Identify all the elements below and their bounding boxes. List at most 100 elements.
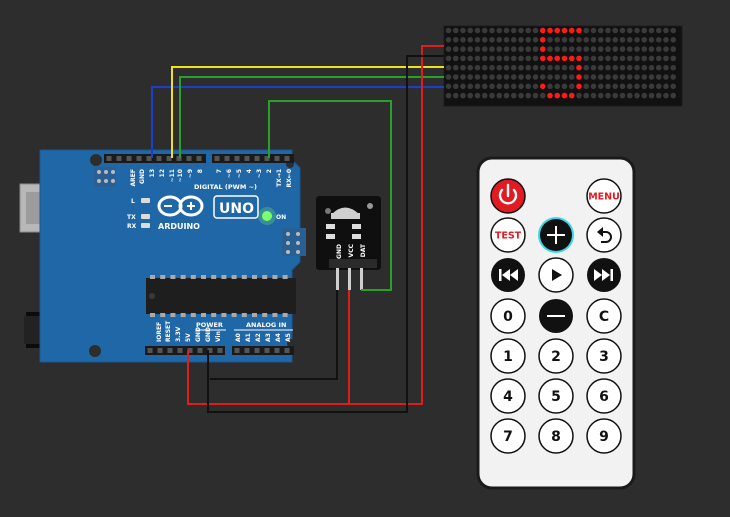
header-pin[interactable]	[244, 348, 250, 353]
header-pin[interactable]	[284, 156, 290, 161]
led-off	[663, 46, 669, 52]
led-off	[597, 92, 604, 99]
digit-button-5[interactable]: 5	[538, 378, 574, 414]
led-off	[612, 83, 619, 90]
header-pin[interactable]	[156, 156, 162, 161]
digit-label: 3	[599, 349, 609, 365]
plus-button[interactable]	[538, 217, 574, 253]
header-pin[interactable]	[254, 156, 260, 161]
led-off	[605, 74, 611, 80]
header-pin[interactable]	[146, 156, 152, 161]
pin-label: Vin	[215, 331, 222, 342]
led-off	[561, 46, 568, 52]
led-off	[532, 27, 539, 34]
header-pin[interactable]	[186, 156, 192, 161]
led-on	[568, 55, 575, 62]
on-led	[262, 211, 272, 221]
header-pin[interactable]	[217, 348, 223, 353]
led-off	[496, 92, 503, 99]
led-off	[612, 37, 619, 43]
header-pin[interactable]	[264, 348, 270, 353]
digit-button-9[interactable]: 9	[586, 418, 622, 454]
led-off	[583, 64, 590, 71]
header-pin[interactable]	[136, 156, 142, 161]
led-off	[452, 55, 459, 62]
led-off	[655, 74, 662, 80]
atmega-chip	[146, 275, 296, 317]
uno-badge	[213, 195, 259, 219]
header-pin[interactable]	[207, 348, 213, 353]
header-pin[interactable]	[234, 156, 240, 161]
prev-button[interactable]	[491, 258, 525, 292]
led-off	[663, 55, 669, 62]
tx-led	[141, 214, 150, 219]
header-pin[interactable]	[166, 156, 172, 161]
power-button[interactable]	[490, 178, 526, 214]
clear-button[interactable]: C	[586, 298, 622, 334]
digit-button-2[interactable]: 2	[538, 338, 574, 374]
led-off	[663, 74, 669, 80]
led-on	[568, 92, 575, 99]
header-pin[interactable]	[197, 348, 203, 353]
led-off	[583, 46, 590, 52]
digit-button-7[interactable]: 7	[490, 418, 526, 454]
led-off	[525, 46, 532, 52]
minus-button[interactable]	[539, 299, 573, 333]
header-pin[interactable]	[177, 348, 183, 353]
header-pin[interactable]	[274, 156, 280, 161]
header-pin[interactable]	[264, 156, 270, 161]
header-pin[interactable]	[234, 348, 240, 353]
led-on	[547, 92, 553, 99]
digit-button-0[interactable]: 0	[490, 298, 526, 334]
led-off	[641, 27, 648, 34]
header-pin[interactable]	[167, 348, 173, 353]
led-off	[583, 92, 590, 99]
menu-button[interactable]: MENU	[586, 178, 622, 214]
digit-button-3[interactable]: 3	[586, 338, 622, 374]
pin-label: ~6	[226, 169, 233, 178]
play-button[interactable]	[538, 257, 574, 293]
led-off	[605, 64, 611, 71]
header-pin[interactable]	[187, 348, 193, 353]
header-pin[interactable]	[176, 156, 182, 161]
header-pin[interactable]	[196, 156, 202, 161]
ir-pin-label: VCC	[348, 243, 355, 257]
led-off	[590, 55, 597, 62]
led-off	[474, 27, 481, 34]
led-off	[648, 64, 655, 71]
next-button[interactable]	[587, 258, 621, 292]
led-off	[460, 83, 466, 90]
digit-button-8[interactable]: 8	[538, 418, 574, 454]
led-on	[539, 27, 546, 34]
header-pin[interactable]	[116, 156, 122, 161]
digit-label: 0	[503, 309, 513, 325]
header-pin[interactable]	[244, 156, 250, 161]
led-off	[583, 74, 590, 80]
header-pin[interactable]	[274, 348, 280, 353]
header-pin[interactable]	[214, 156, 220, 161]
header-pin[interactable]	[284, 348, 290, 353]
header-pin[interactable]	[254, 348, 260, 353]
back-button[interactable]	[586, 217, 622, 253]
skip-forward-icon	[594, 269, 613, 281]
header-pin[interactable]	[126, 156, 132, 161]
test-button[interactable]: TEST	[490, 217, 526, 253]
led-off	[648, 74, 655, 80]
header-pin[interactable]	[147, 348, 153, 353]
digit-button-1[interactable]: 1	[490, 338, 526, 374]
led-off	[641, 55, 648, 62]
led-off	[547, 83, 553, 90]
led-off	[467, 55, 474, 62]
header-pin[interactable]	[157, 348, 163, 353]
l-label: L	[131, 198, 135, 205]
led-off	[626, 64, 633, 71]
led-on	[568, 27, 575, 34]
led-off	[655, 55, 662, 62]
header-pin[interactable]	[106, 156, 112, 161]
led-off	[619, 27, 626, 34]
rx-led	[141, 223, 150, 228]
digit-button-4[interactable]: 4	[490, 378, 526, 414]
digit-button-6[interactable]: 6	[586, 378, 622, 414]
led-off	[634, 83, 640, 90]
header-pin[interactable]	[224, 156, 230, 161]
